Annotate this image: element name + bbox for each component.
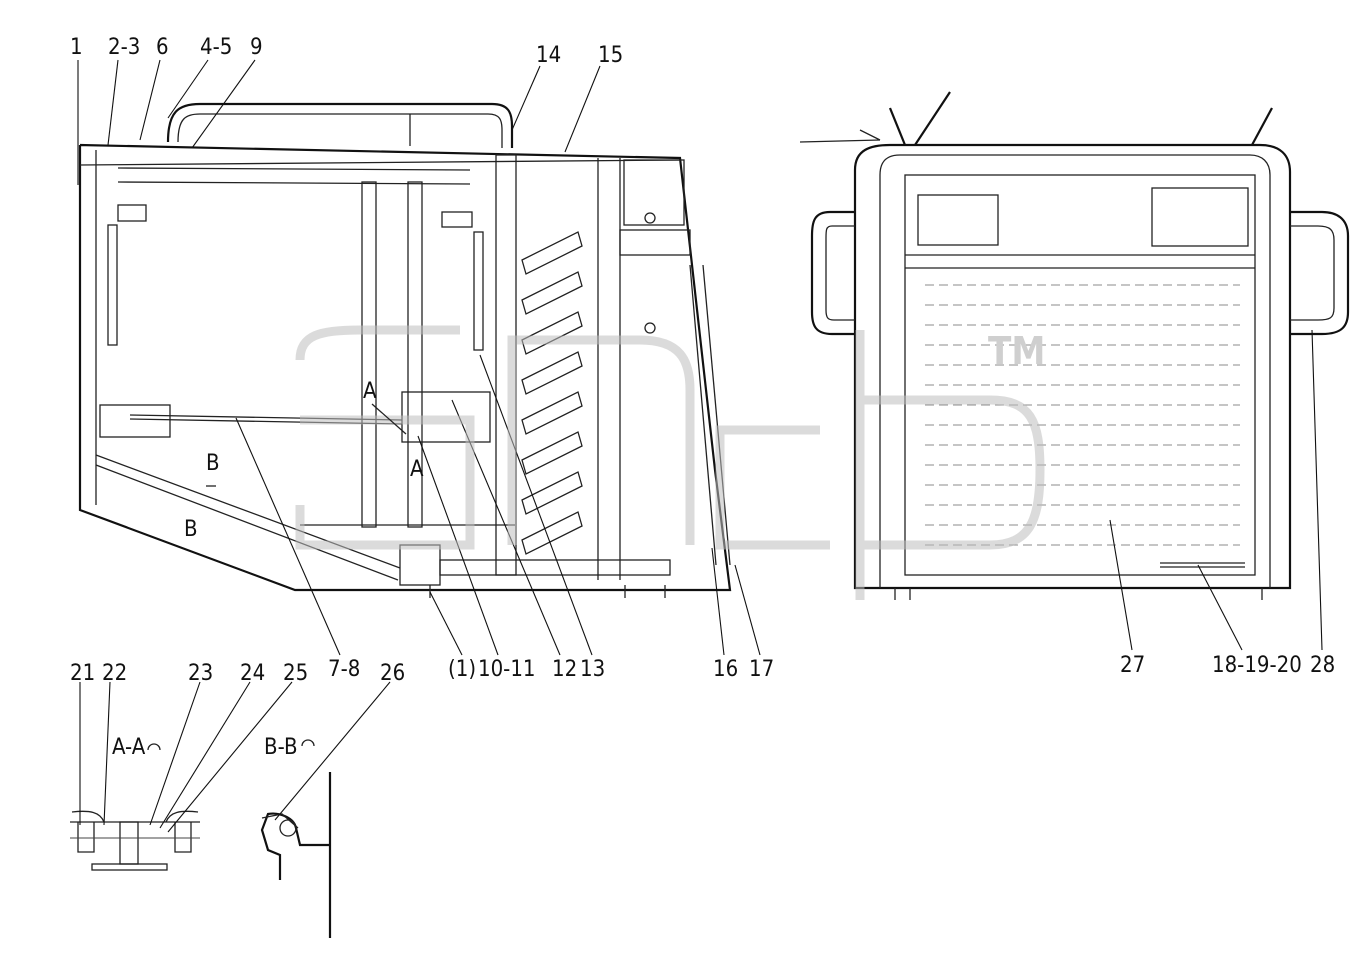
callout-label: 24 [240,661,265,686]
callout-labels: 1 2-3 6 4-5 9 14 15 7-8 (1) 10-11 12 13 … [70,35,1335,686]
section-mark-a-bottom: A [410,457,424,482]
section-bb-view [260,772,332,938]
callout-label: 9 [250,35,263,60]
rotate-arrow-icon [301,739,315,747]
rotate-arrow-icon [147,743,161,751]
cab-side-view [78,102,732,598]
callout-label: 10-11 [478,657,536,682]
callout-label: 15 [598,43,623,68]
callout-label: 14 [536,43,561,68]
callout-label: 25 [283,661,308,686]
cab-rear-view [799,91,1350,600]
callout-label: 18-19-20 [1212,653,1302,678]
section-title-aa: A-A [112,735,146,760]
callout-label: 17 [749,657,774,682]
callout-label: 12 [552,657,577,682]
callout-label: 23 [188,661,213,686]
callout-label: 28 [1310,653,1335,678]
section-mark-b-bottom: B [184,517,198,542]
callout-label: 1 [70,35,83,60]
callout-label: 13 [580,657,605,682]
section-aa-view [70,810,200,871]
section-mark-b-top: B [206,451,220,476]
callout-label: 2-3 [108,35,140,60]
section-titles: A-A B-B [112,735,315,760]
section-marks: A A B B [184,379,424,542]
callout-label: 7-8 [328,657,360,682]
callout-label: 21 [70,661,95,686]
watermark-tm: TM [988,329,1045,373]
watermark-logo: TM [295,325,1045,600]
section-title-bb: B-B [264,735,298,760]
callout-label: 6 [156,35,169,60]
callout-label: 26 [380,661,405,686]
callout-label: 4-5 [200,35,232,60]
callout-label: 16 [713,657,738,682]
callout-label: 27 [1120,653,1145,678]
callout-label: (1) [448,657,476,682]
callout-label: 22 [102,661,127,686]
section-mark-a-top: A [363,379,377,404]
leader-lines [77,59,1323,833]
